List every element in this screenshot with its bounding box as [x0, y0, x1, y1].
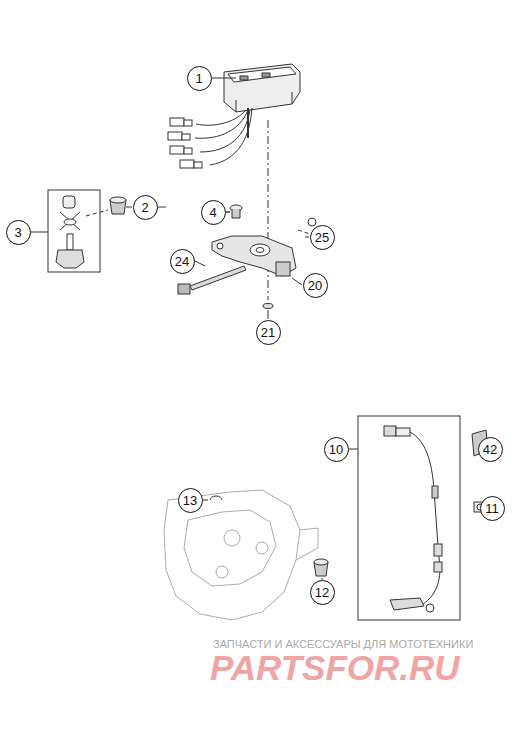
- callout-number: 12: [315, 586, 329, 599]
- callout-number: 2: [141, 201, 148, 214]
- callout-number: 42: [483, 443, 497, 456]
- callout-circle: 2: [133, 195, 158, 220]
- callout-circle: 25: [310, 225, 335, 250]
- watermark-logo: PARTSFOR.RU: [210, 648, 460, 688]
- callout-number: 1: [195, 72, 202, 85]
- callout-circle: 20: [303, 273, 328, 298]
- callout-number: 3: [14, 226, 21, 239]
- callout-circle: 10: [324, 437, 349, 462]
- callout-circle: 21: [256, 320, 281, 345]
- callout-circle: 4: [201, 200, 226, 225]
- callout-circle: 3: [6, 220, 31, 245]
- callout-number: 13: [183, 494, 197, 507]
- callout-circle: 11: [480, 496, 505, 521]
- callout-number: 20: [308, 279, 322, 292]
- callout-circle: 13: [178, 488, 203, 513]
- callout-number: 24: [175, 255, 189, 268]
- callout-number: 25: [315, 231, 329, 244]
- callout-circle: 1: [187, 66, 212, 91]
- callout-number: 4: [209, 206, 216, 219]
- callout-number: 10: [329, 443, 343, 456]
- callout-circle: 24: [170, 249, 195, 274]
- callout-number: 11: [485, 502, 499, 515]
- callout-circle: 12: [310, 580, 335, 605]
- callout-number: 21: [261, 326, 275, 339]
- callout-circle: 42: [478, 437, 503, 462]
